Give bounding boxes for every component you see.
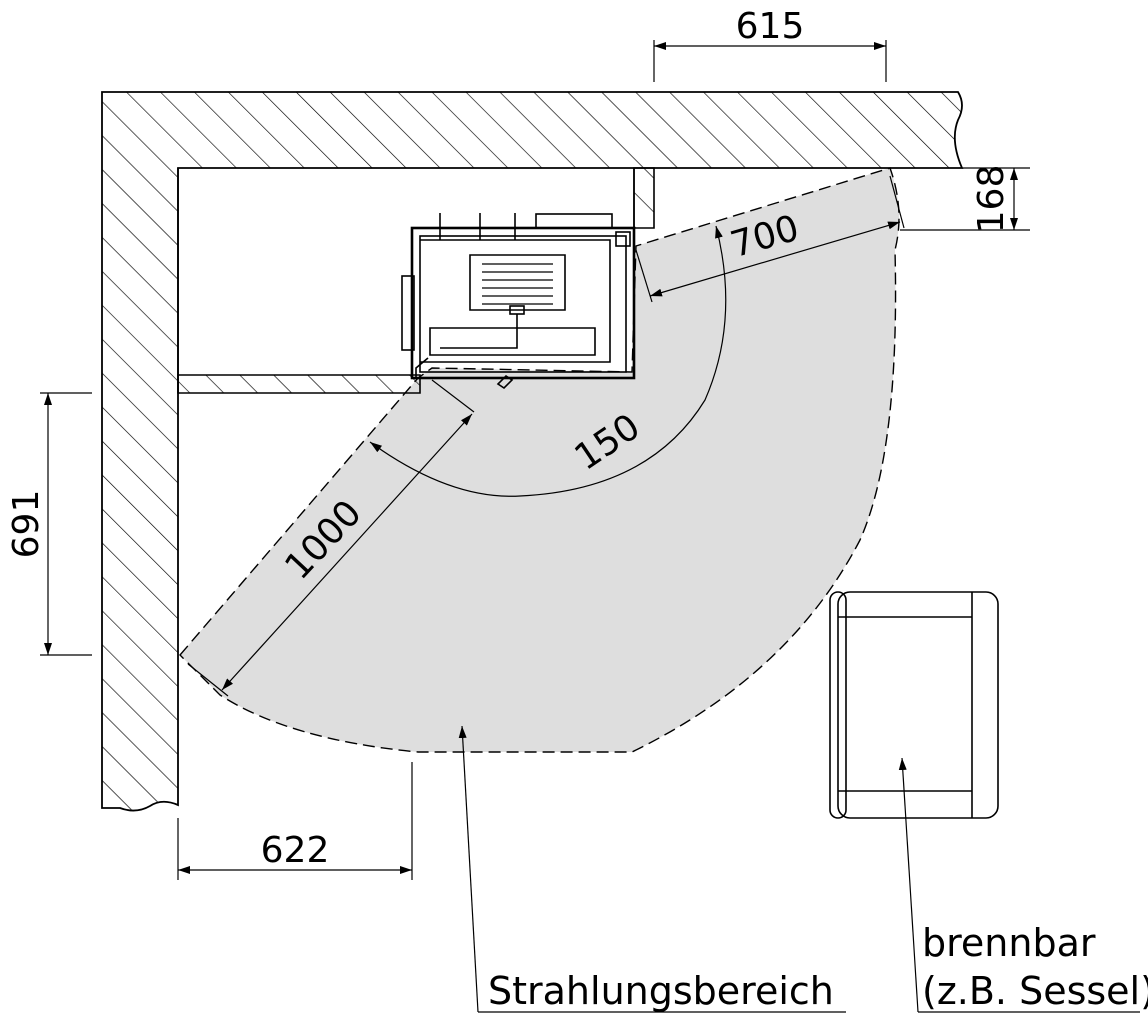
fireplace-insert	[401, 213, 636, 390]
dim-691: 691	[6, 490, 47, 559]
leader-combustible: brennbar (z.B. Sessel)	[898, 757, 1148, 1013]
label-combustible-example: (z.B. Sessel)	[922, 969, 1148, 1013]
label-combustible: brennbar	[922, 921, 1096, 965]
dimension-left-depth: 691	[6, 392, 92, 656]
wall-outer	[101, 91, 964, 812]
armchair	[829, 591, 999, 819]
dim-622: 622	[261, 830, 330, 871]
label-radiation-area: Strahlungsbereich	[488, 969, 834, 1013]
wall-inner-top-pillar	[633, 167, 655, 229]
dim-168: 168	[971, 165, 1012, 234]
dimension-bottom-width: 622	[177, 762, 413, 880]
dim-615: 615	[736, 6, 805, 47]
wall-shelf	[177, 374, 421, 394]
leader-radiation-area: Strahlungsbereich	[458, 725, 846, 1013]
dimension-top-width: 615	[653, 6, 887, 82]
dimension-wall-gap: 168	[900, 165, 1030, 234]
